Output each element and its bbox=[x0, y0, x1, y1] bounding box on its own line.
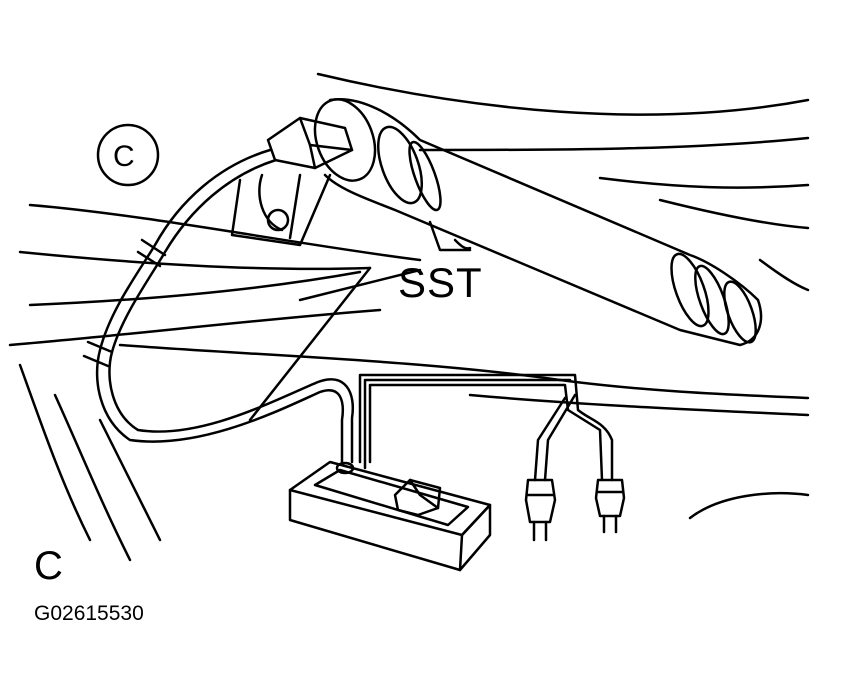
sst-callout-label: SST bbox=[398, 259, 483, 306]
mounting-marker-circle bbox=[96, 123, 160, 187]
sst-plug-connectors bbox=[524, 478, 626, 542]
roof-panel-lines bbox=[8, 72, 810, 562]
view-label: C bbox=[34, 544, 63, 588]
marker-letter: C bbox=[113, 140, 135, 173]
airbag-bracket bbox=[230, 173, 332, 247]
figure-code: G02615530 bbox=[34, 602, 144, 625]
sst-deployment-tool-box bbox=[288, 460, 492, 572]
airbag-connector bbox=[266, 116, 354, 170]
sst-harness-cable bbox=[82, 148, 355, 464]
sst-output-leads bbox=[358, 373, 614, 482]
airbag-inflator-cylinder bbox=[313, 97, 763, 347]
